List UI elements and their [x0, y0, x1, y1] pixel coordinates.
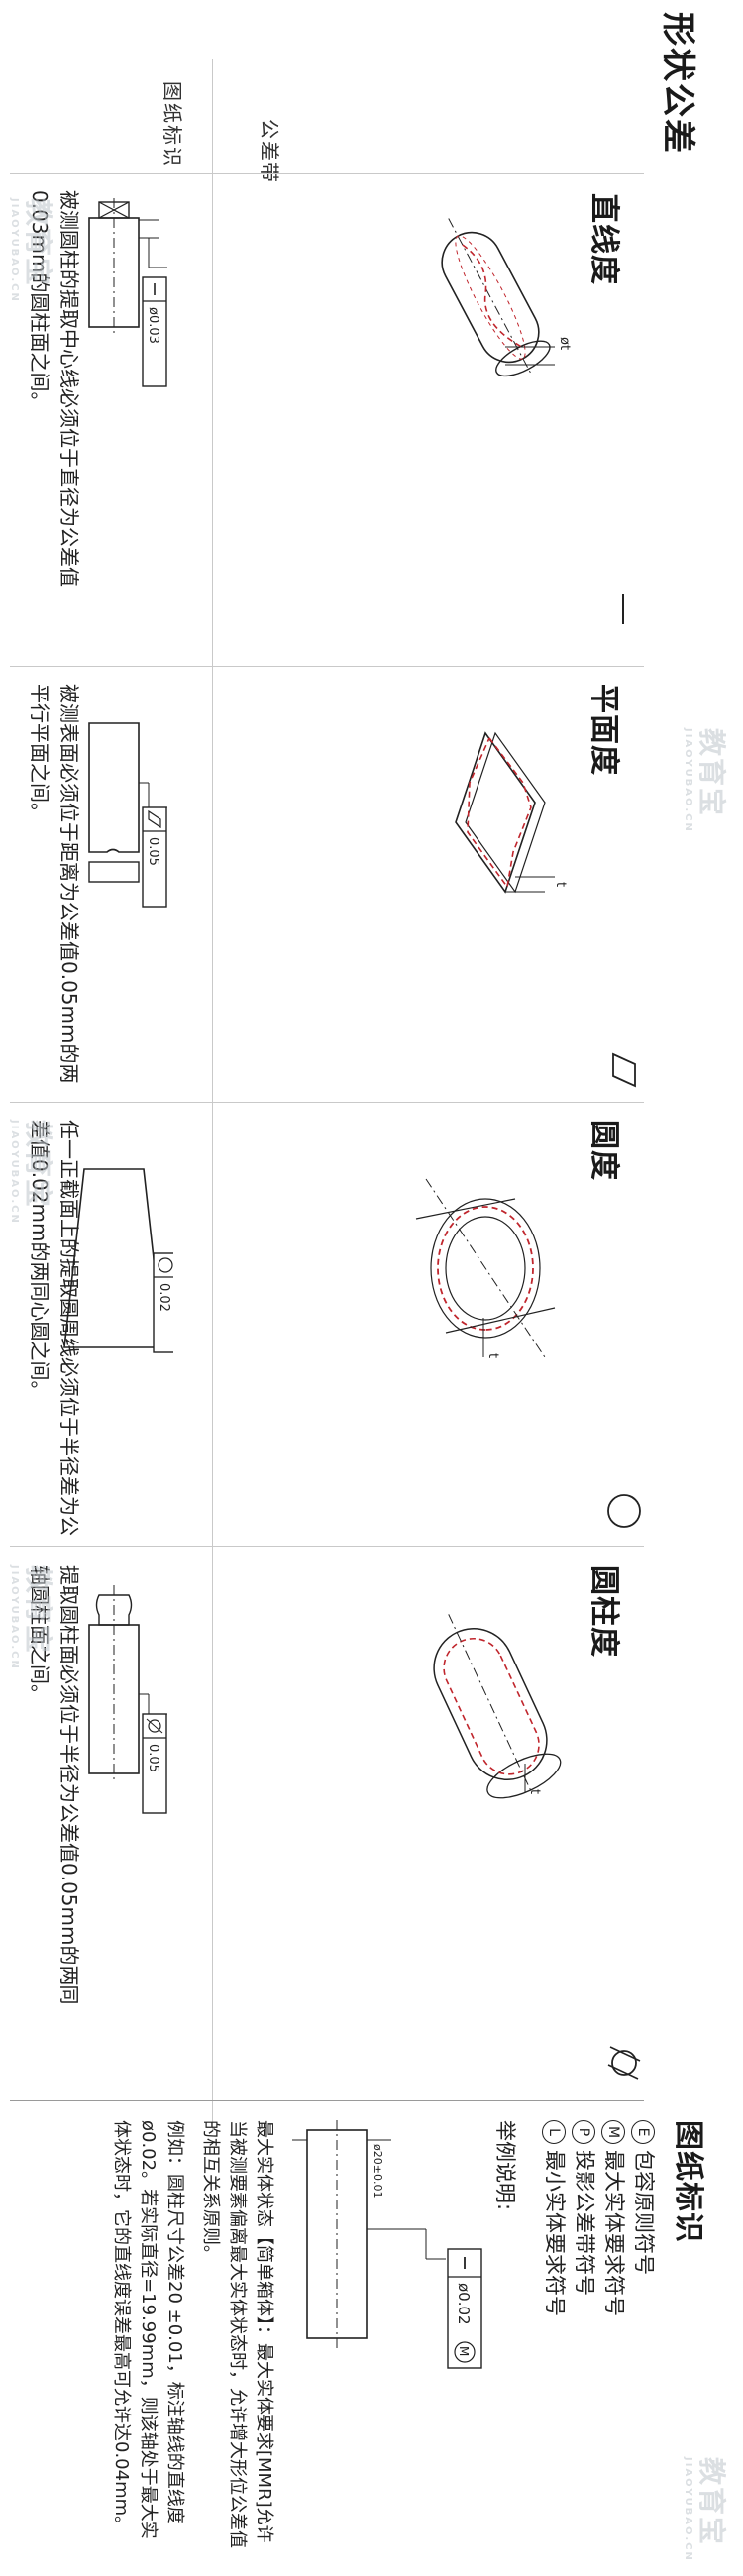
- straightness-dim-label: øt: [557, 337, 572, 350]
- straightness-frame-value: ø0.03: [146, 307, 160, 344]
- flatness-symbol-icon: [612, 1052, 636, 1088]
- flatness-description: 被测表面必须位于距离为公差值0.05mm的两平行平面之间。: [28, 684, 81, 1084]
- example-mark-diagram: ø20±0.01 ø0.02 M: [292, 2120, 482, 2369]
- cylindricity-zone-diagram: t: [433, 1614, 562, 1799]
- legend-item-e: E包容原则符号: [629, 2120, 659, 2378]
- legend-item-m: M最大实体要求符号: [599, 2120, 629, 2378]
- cylindricity-dim-label: t: [527, 1789, 542, 1794]
- page-title: 形状公差: [658, 12, 697, 155]
- cylindricity-symbol-icon: [607, 2046, 641, 2080]
- roundness-mark-diagram: 0.02: [63, 1168, 173, 1353]
- mmc-symbol-icon: M: [601, 2120, 625, 2144]
- item-title-cylindricity: 圆柱度: [586, 1565, 621, 1658]
- roundness-zone-diagram: t: [415, 1178, 556, 1358]
- item-title-straightness: 直线度: [586, 193, 621, 285]
- example-label: 举例说明:: [493, 2120, 517, 2211]
- drawing-marks-paragraph-2: 例如：圆柱尺寸公差20 ±0.01，标注轴线的直线度ø0.02。若实际直径=19…: [111, 2120, 185, 2539]
- cylindricity-frame-value: 0.05: [146, 1744, 160, 1772]
- example-dim-label: ø20±0.01: [372, 2144, 384, 2198]
- row-label-tolerance-zone: 公差带: [258, 119, 281, 184]
- flatness-dim-label: t: [553, 882, 568, 887]
- column-divider-1: [10, 666, 644, 667]
- column-divider-0: [10, 173, 644, 174]
- straightness-symbol-icon: [622, 594, 624, 624]
- item-title-roundness: 圆度: [586, 1120, 621, 1181]
- column-divider-4: [10, 2100, 644, 2101]
- flatness-mark-diagram: 0.05: [88, 722, 167, 908]
- flatness-frame-value: 0.05: [146, 837, 160, 866]
- envelope-symbol-icon: E: [631, 2120, 655, 2144]
- straightness-mark-diagram: ø0.03: [88, 198, 167, 387]
- roundness-dim-label: t: [485, 1353, 500, 1358]
- column-divider-2: [10, 1102, 644, 1103]
- drawing-marks-paragraph-1: 最大实体状态【简单箱体】：最大实体要求[MMR]允许当被测要素偏离最大实体状态时…: [200, 2120, 274, 2548]
- legend-item-l: L最小实体要求符号: [540, 2120, 570, 2378]
- legend-item-p: P投影公差带符号: [570, 2120, 599, 2378]
- straightness-zone-diagram: øt: [441, 218, 572, 377]
- drawing-marks-title: 图纸标识: [671, 2120, 705, 2243]
- item-title-flatness: 平面度: [586, 684, 621, 776]
- projected-zone-symbol-icon: P: [572, 2120, 595, 2144]
- lmc-symbol-icon: L: [542, 2120, 566, 2144]
- column-divider-3: [10, 1546, 644, 1547]
- example-frame-value: ø0.02: [455, 2283, 473, 2325]
- row-label-drawing-mark: 图纸标识: [160, 81, 184, 168]
- example-frame-modifier: M: [457, 2346, 471, 2356]
- legend-list: E包容原则符号 M最大实体要求符号 P投影公差带符号 L最小实体要求符号: [540, 2120, 659, 2378]
- header-divider: [212, 59, 213, 2130]
- roundness-symbol-icon: [607, 1494, 641, 1528]
- roundness-frame-value: 0.02: [157, 1283, 171, 1312]
- cylindricity-mark-diagram: 0.05: [88, 1585, 167, 1814]
- flatness-zone-diagram: t: [455, 731, 568, 894]
